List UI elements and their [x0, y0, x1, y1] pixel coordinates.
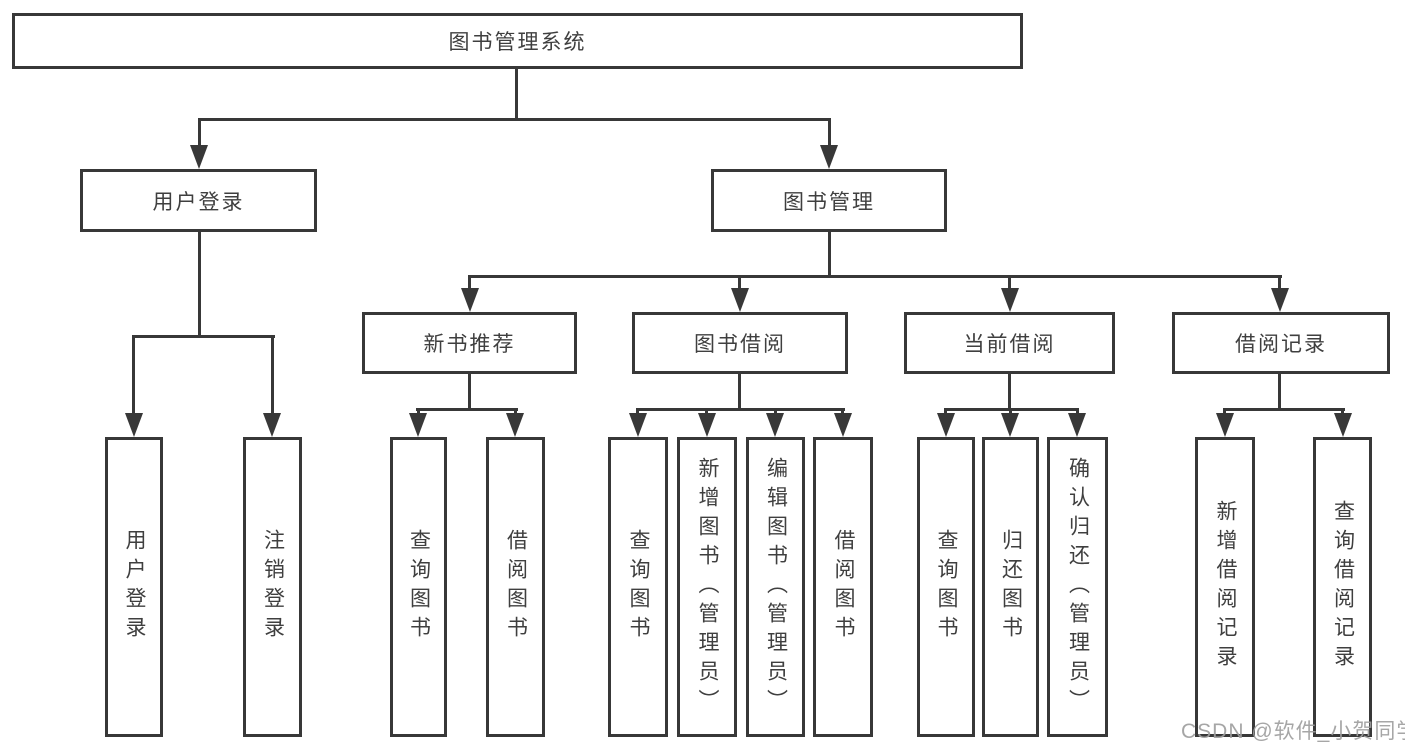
leaf-add-borrow-record: 新增借阅记录 — [1195, 437, 1255, 737]
arrowhead-down — [820, 145, 838, 169]
connector-root-stub — [515, 69, 518, 118]
arrowhead-down — [1068, 413, 1086, 437]
leaf-return-books: 归还图书 — [982, 437, 1039, 737]
connector-stem — [705, 408, 708, 416]
connector-stem — [1223, 408, 1226, 416]
connector-rail — [416, 408, 518, 411]
connector-stub — [1278, 374, 1281, 408]
connector-stub — [468, 374, 471, 408]
node-new-book-recommend: 新书推荐 — [362, 312, 577, 374]
node-current-borrowing: 当前借阅 — [904, 312, 1115, 374]
arrowhead-down — [937, 413, 955, 437]
node-book-management: 图书管理 — [711, 169, 947, 232]
leaf-query-books-borrowing: 查询图书 — [608, 437, 668, 737]
leaf-add-books-admin: 新增图书（管理员） — [677, 437, 737, 737]
leaf-logout: 注销登录 — [243, 437, 302, 737]
node-borrowing-records: 借阅记录 — [1172, 312, 1390, 374]
connector-stem — [1008, 275, 1011, 291]
connector-stem — [1278, 275, 1281, 291]
arrowhead-down — [1001, 288, 1019, 312]
arrowhead-down — [461, 288, 479, 312]
leaf-borrow-books-recommend: 借阅图书 — [486, 437, 545, 737]
connector-rail — [1223, 408, 1345, 411]
connector-stem — [198, 118, 201, 148]
arrowhead-down — [409, 413, 427, 437]
leaf-borrow-books: 借阅图书 — [813, 437, 873, 737]
arrowhead-down — [190, 145, 208, 169]
arrowhead-down — [1271, 288, 1289, 312]
connector-rail — [636, 408, 845, 411]
arrowhead-down — [766, 413, 784, 437]
node-library-system: 图书管理系统 — [12, 13, 1023, 69]
arrowhead-down — [834, 413, 852, 437]
connector-stem — [1009, 408, 1012, 416]
connector-stem — [774, 408, 777, 416]
arrowhead-down — [698, 413, 716, 437]
arrowhead-down — [1001, 413, 1019, 437]
leaf-query-books-current: 查询图书 — [917, 437, 975, 737]
arrowhead-down — [263, 413, 281, 437]
connector-stem — [1341, 408, 1344, 416]
connector-rail — [132, 335, 275, 338]
connector-root-rail — [198, 118, 831, 121]
connector-stub — [828, 232, 831, 275]
connector-stem — [514, 408, 517, 416]
connector-stem — [271, 335, 274, 415]
connector-rail — [468, 275, 1282, 278]
leaf-confirm-return-admin: 确认归还（管理员） — [1047, 437, 1108, 737]
leaf-query-books-recommend: 查询图书 — [390, 437, 447, 737]
arrowhead-down — [629, 413, 647, 437]
connector-stem — [468, 275, 471, 291]
connector-stub — [738, 374, 741, 408]
connector-stem — [1076, 408, 1079, 416]
leaf-query-borrow-record: 查询借阅记录 — [1313, 437, 1372, 737]
leaf-user-login: 用户登录 — [105, 437, 163, 737]
arrowhead-down — [506, 413, 524, 437]
connector-stub — [1008, 374, 1011, 408]
arrowhead-down — [1216, 413, 1234, 437]
leaf-edit-books-admin: 编辑图书（管理员） — [746, 437, 805, 737]
arrowhead-down — [731, 288, 749, 312]
arrowhead-down — [1334, 413, 1352, 437]
node-book-borrowing: 图书借阅 — [632, 312, 848, 374]
connector-stem — [738, 275, 741, 291]
watermark: CSDN @软件_小贺同学 — [1181, 720, 1405, 743]
arrowhead-down — [125, 413, 143, 437]
connector-stem — [944, 408, 947, 416]
node-user-login: 用户登录 — [80, 169, 317, 232]
connector-stub — [198, 232, 201, 335]
connector-stem — [132, 335, 135, 415]
connector-stem — [841, 408, 844, 416]
connector-stem — [417, 408, 420, 416]
connector-stem — [828, 118, 831, 148]
connector-stem — [636, 408, 639, 416]
